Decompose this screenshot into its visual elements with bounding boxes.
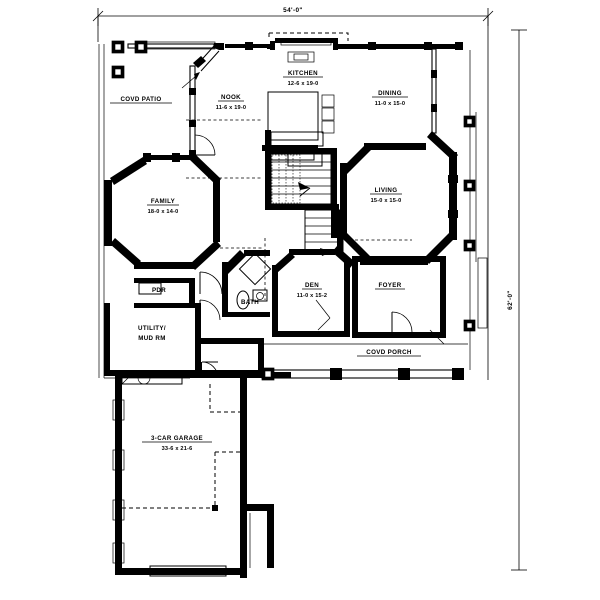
east-porch-structure	[463, 50, 488, 370]
room-label-dining: DINING 11-0 x 15-0	[372, 90, 408, 107]
room-label-bath: BATH	[241, 299, 259, 306]
svg-text:LIVING: LIVING	[375, 187, 398, 194]
svg-text:BATH: BATH	[241, 299, 259, 306]
dimension-top: 54'-0"	[92, 7, 494, 380]
svg-text:DINING: DINING	[378, 90, 402, 97]
room-label-utility: UTILITY/ MUD RM	[138, 325, 166, 342]
room-label-foyer: FOYER	[375, 282, 405, 290]
svg-text:33-6 x 21-6: 33-6 x 21-6	[162, 446, 193, 452]
patio-columns	[111, 40, 148, 79]
exterior-wall-north	[127, 32, 463, 72]
overall-width-dimension: 54'-0"	[283, 7, 303, 14]
svg-text:COVD PORCH: COVD PORCH	[366, 349, 412, 356]
room-label-nook: NOOK 11-6 x 19-0	[216, 94, 247, 111]
svg-text:11-6 x 19-0: 11-6 x 19-0	[216, 105, 247, 111]
overall-height-dimension: 62'-0"	[507, 290, 514, 310]
svg-text:COVD PATIO: COVD PATIO	[120, 96, 161, 103]
svg-text:FOYER: FOYER	[378, 282, 401, 289]
room-label-pdr: PDR	[152, 287, 166, 294]
svg-text:NOOK: NOOK	[221, 94, 241, 101]
room-label-kitchen: KITCHEN 12-6 x 19-0	[283, 70, 323, 87]
svg-text:12-6 x 19-0: 12-6 x 19-0	[288, 81, 319, 87]
svg-text:18-0 x 14-0: 18-0 x 14-0	[148, 209, 179, 215]
room-label-living: LIVING 15-0 x 15-0	[370, 187, 402, 204]
svg-text:3-CAR GARAGE: 3-CAR GARAGE	[151, 435, 203, 442]
room-label-covd-patio: COVD PATIO	[110, 96, 172, 104]
dimension-right: 62'-0"	[507, 29, 527, 571]
svg-text:15-0 x 15-0: 15-0 x 15-0	[371, 198, 402, 204]
room-labels: COVD PATIO NOOK 11-6 x 19-0 KITCHEN 12-6…	[110, 70, 421, 452]
svg-text:DEN: DEN	[305, 282, 319, 289]
svg-text:PDR: PDR	[152, 287, 166, 294]
svg-text:FAMILY: FAMILY	[151, 198, 176, 205]
room-label-family: FAMILY 18-0 x 14-0	[147, 198, 179, 215]
svg-text:11-0 x 15-0: 11-0 x 15-0	[375, 101, 406, 107]
service-rooms	[104, 250, 272, 376]
leader-arrows	[181, 72, 445, 345]
svg-text:MUD RM: MUD RM	[138, 335, 166, 342]
den-walls	[272, 246, 355, 337]
dining-east-walls	[427, 48, 458, 240]
room-label-covd-porch: COVD PORCH	[357, 349, 421, 357]
room-label-garage: 3-CAR GARAGE 33-6 x 21-6	[142, 435, 212, 452]
foyer-walls	[352, 256, 446, 338]
svg-text:UTILITY/: UTILITY/	[138, 325, 166, 332]
svg-text:11-0 x 15-2: 11-0 x 15-2	[297, 293, 328, 299]
south-connector-walls	[200, 338, 275, 381]
family-room-walls	[104, 153, 221, 270]
room-label-den: DEN 11-0 x 15-2	[297, 282, 328, 299]
svg-text:KITCHEN: KITCHEN	[288, 70, 318, 77]
